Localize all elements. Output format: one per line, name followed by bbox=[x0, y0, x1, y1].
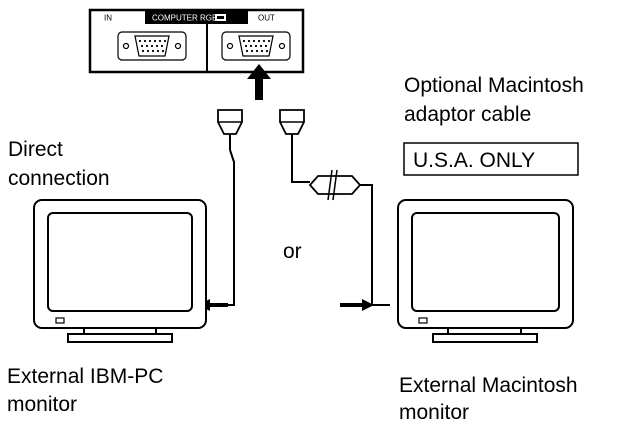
out-port-icon bbox=[221, 31, 291, 61]
adaptor-icon bbox=[308, 169, 362, 201]
mac-monitor-label-line2: monitor bbox=[399, 401, 469, 424]
usa-only-box bbox=[403, 142, 579, 176]
panel-title: COMPUTER RGB bbox=[152, 14, 217, 23]
optional-cable-label-line1: Optional Macintosh bbox=[404, 74, 584, 97]
ibm-monitor-icon bbox=[33, 199, 207, 343]
mac-cable bbox=[279, 109, 390, 306]
direct-connection-label-line2: connection bbox=[8, 167, 110, 190]
in-label: IN bbox=[104, 14, 112, 23]
optional-cable-label-line2: adaptor cable bbox=[404, 103, 531, 126]
ibm-monitor-label-line2: monitor bbox=[7, 393, 77, 416]
out-label: OUT bbox=[258, 14, 275, 23]
ibm-monitor-label-line1: External IBM-PC bbox=[7, 365, 163, 388]
ibm-cable bbox=[216, 109, 243, 306]
mac-monitor-icon bbox=[397, 199, 574, 343]
direct-connection-label-line1: Direct bbox=[8, 138, 63, 161]
computer-rgb-panel: IN COMPUTER RGB OUT bbox=[88, 8, 305, 74]
usa-only-label: U.S.A. ONLY bbox=[413, 149, 535, 172]
or-label: or bbox=[283, 240, 302, 263]
right-arrow-icon bbox=[340, 299, 374, 311]
up-arrow-icon bbox=[247, 64, 271, 100]
mac-monitor-label-line1: External Macintosh bbox=[399, 374, 578, 397]
in-port-icon bbox=[117, 31, 187, 61]
